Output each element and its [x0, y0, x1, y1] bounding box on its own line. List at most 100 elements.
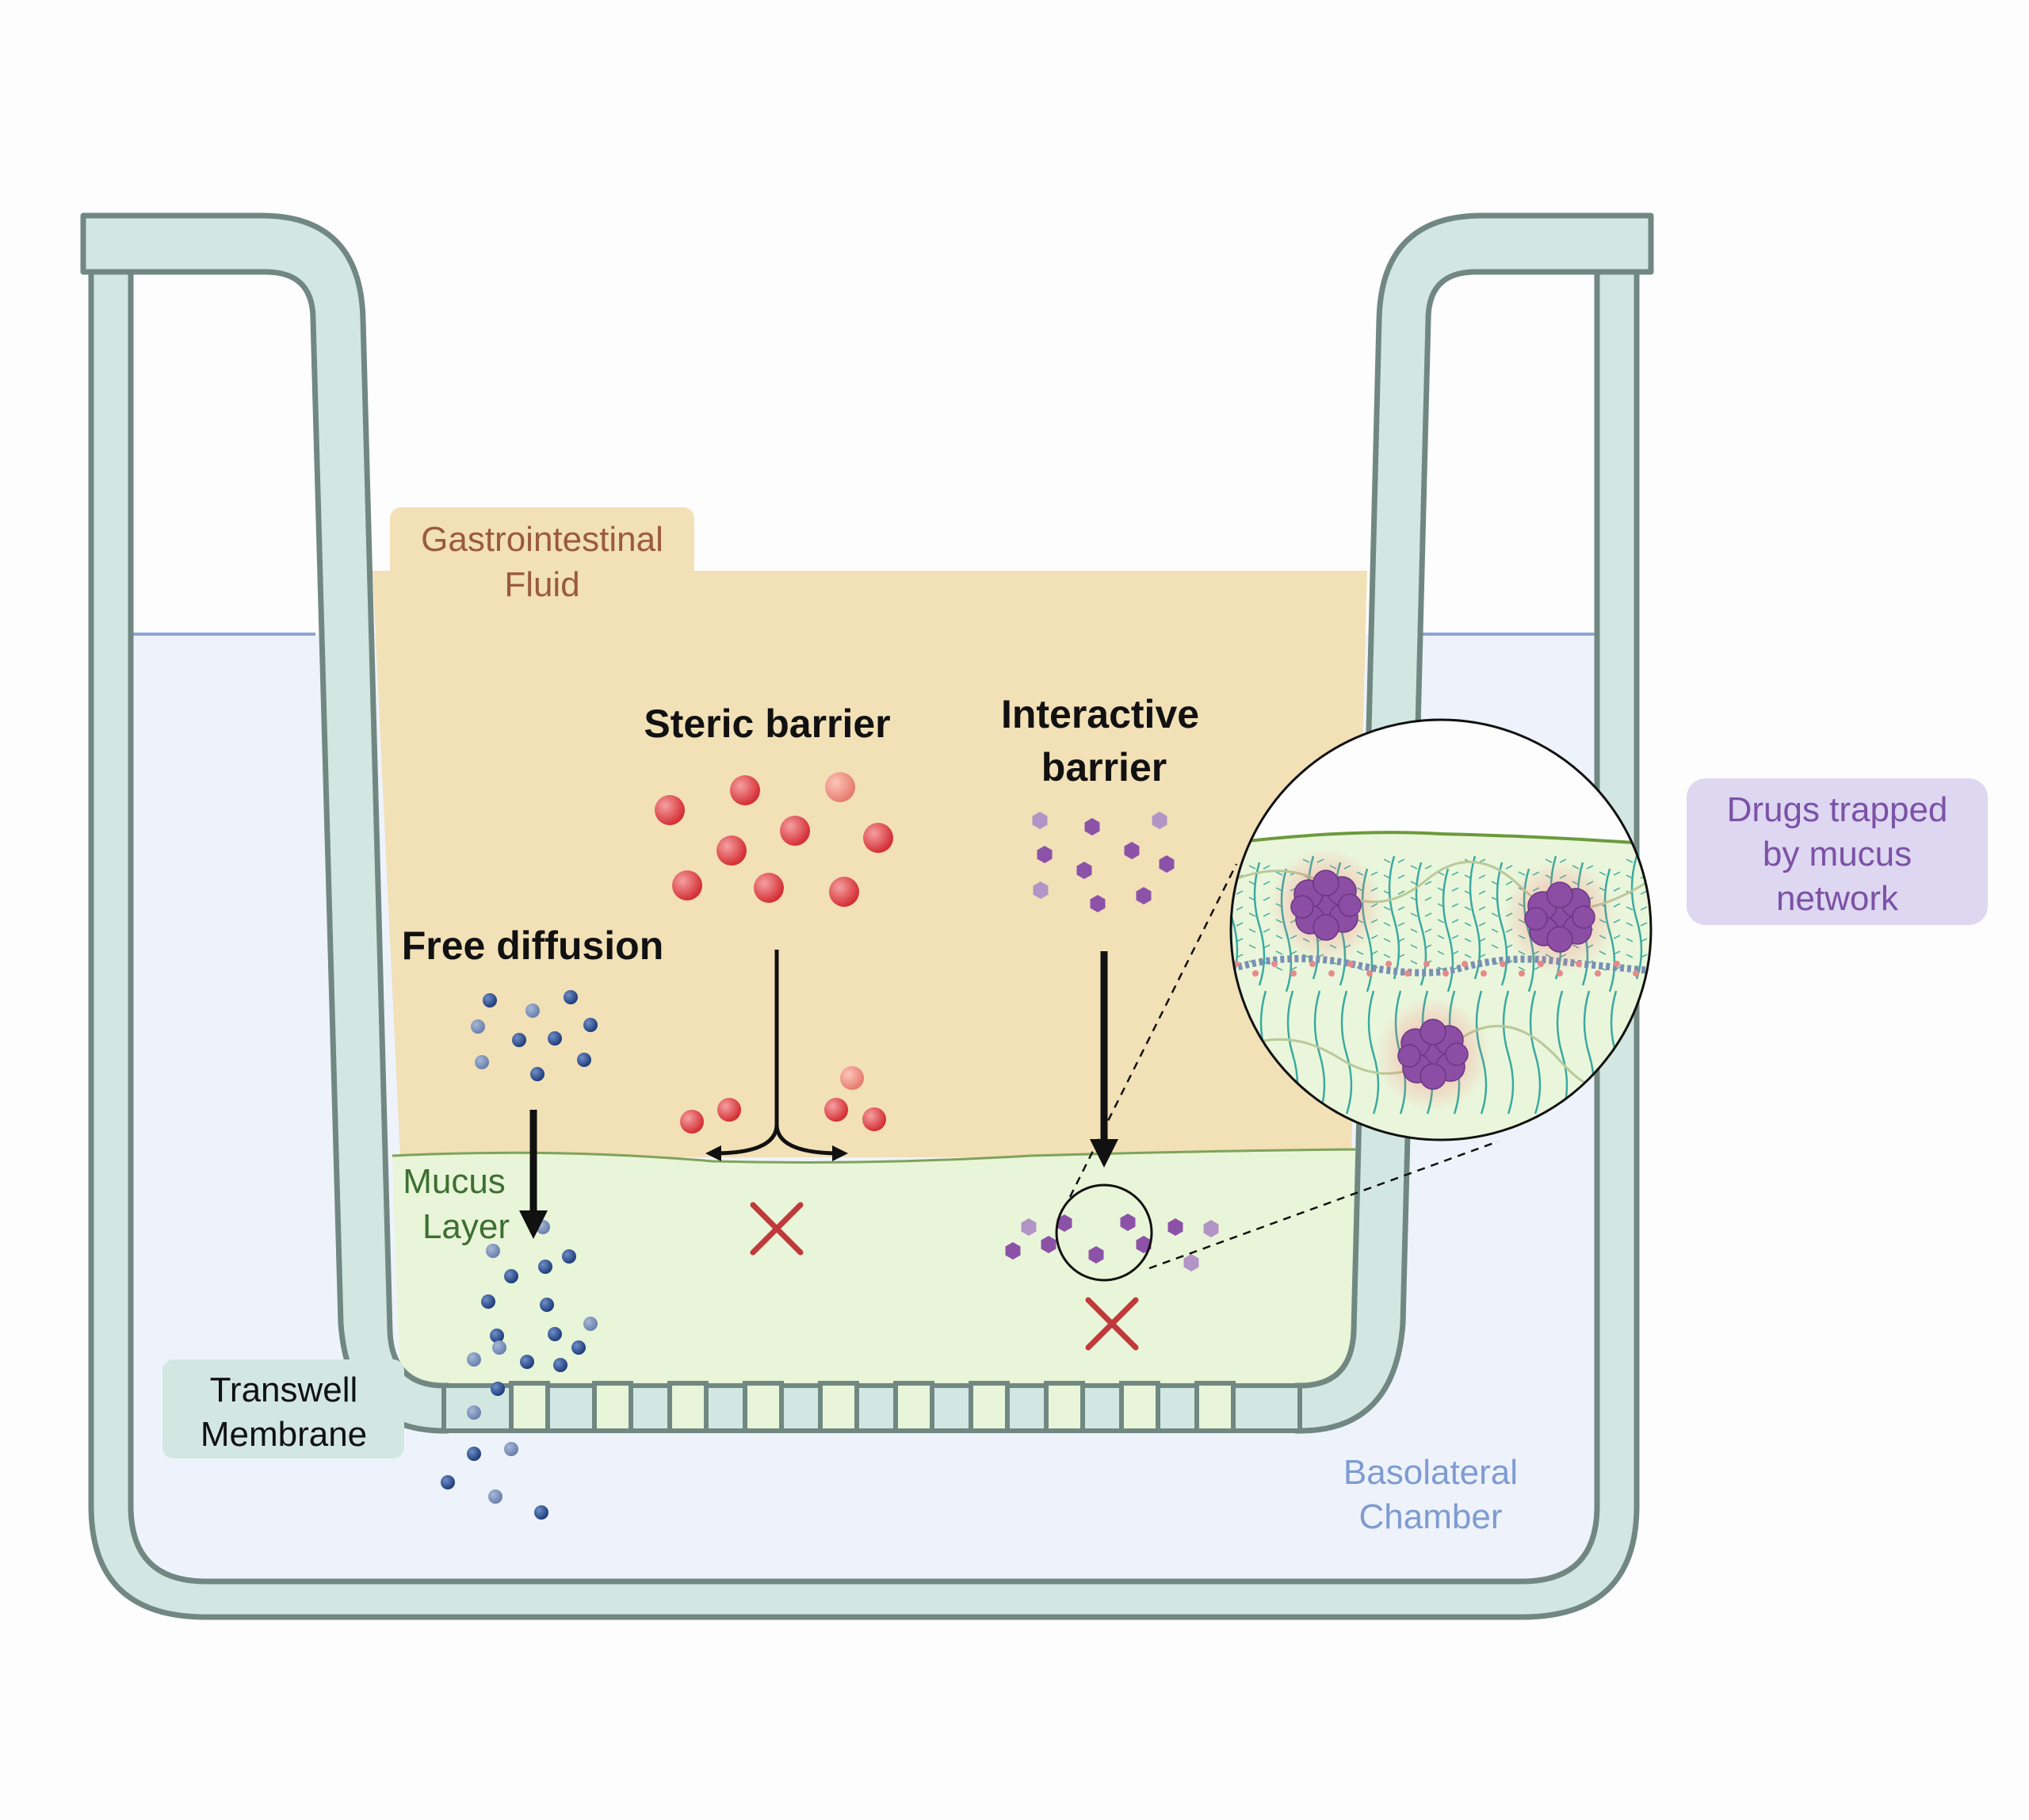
transwell-label-line2: Membrane — [201, 1415, 367, 1454]
mucin-fiber — [1340, 990, 1353, 1115]
mucin-bristle — [1599, 871, 1607, 876]
drug-particle — [520, 1355, 534, 1369]
mucin-bristle — [1383, 906, 1391, 911]
drug-particle — [577, 1053, 591, 1067]
steric-barrier-label: Steric barrier — [644, 702, 890, 746]
mucin-bristle — [1263, 881, 1271, 885]
membrane-pores — [509, 1381, 1236, 1433]
drug-particle — [1152, 812, 1167, 829]
membrane-pore — [893, 1381, 934, 1433]
mucin-bristle — [1640, 938, 1648, 942]
mucin-bristle — [1263, 897, 1271, 901]
mucin-bristle — [1397, 874, 1405, 879]
interactive-barrier-label-line2: barrier — [1041, 745, 1167, 790]
drug-particle — [1124, 842, 1140, 859]
drug-particle — [553, 1358, 567, 1372]
crosslink-dot — [1347, 961, 1354, 967]
mucin-bristle — [1518, 966, 1526, 971]
steric-barrier-particles — [655, 772, 893, 1134]
crosslink-dot — [1252, 970, 1259, 977]
drug-particle — [548, 1031, 562, 1046]
mucin-bristle — [1478, 890, 1486, 895]
trapped-drug — [1290, 895, 1314, 919]
drug-particle — [1076, 862, 1092, 879]
mucin-bristle — [1437, 887, 1445, 892]
drug-particle — [540, 1298, 554, 1312]
mucin-bristle — [1424, 912, 1432, 917]
mucin-bristle — [1248, 944, 1256, 949]
mucin-fiber — [1637, 990, 1649, 1115]
membrane-pore — [969, 1381, 1010, 1433]
drug-particle — [717, 1098, 741, 1122]
mucin-bristle — [1263, 865, 1271, 870]
mucin-bristle — [1437, 903, 1445, 908]
drug-particle — [583, 1018, 598, 1032]
zoom-guide-line — [1068, 863, 1238, 1198]
crosslink-dot — [1385, 961, 1392, 967]
trapped-drug — [1546, 926, 1573, 953]
mucin-bristle — [1275, 950, 1283, 955]
basolateral-label: Basolateral — [1343, 1453, 1518, 1492]
crosslink-dot — [1481, 970, 1487, 977]
mucin-bristle — [1397, 906, 1405, 911]
trapped-drug — [1445, 1042, 1469, 1066]
mucin-bristle — [1478, 874, 1486, 879]
mucin-bristle — [1397, 938, 1405, 942]
drug-particle — [1041, 1236, 1057, 1253]
drug-particle — [486, 1244, 500, 1258]
drug-particle — [467, 1352, 481, 1367]
drug-particle — [1203, 1220, 1219, 1237]
mucin-bristle — [1491, 944, 1499, 949]
drug-particle — [1084, 818, 1100, 835]
crosslink-dot — [1442, 970, 1449, 977]
mucin-fiber — [1442, 868, 1454, 992]
mucin-bristle — [1424, 928, 1432, 933]
mucin-bristle — [1626, 954, 1634, 958]
mucin-bristle — [1397, 858, 1405, 863]
mucin-bristle — [1263, 944, 1271, 949]
mucin-bristle — [1491, 912, 1499, 917]
drug-particle — [1037, 846, 1053, 863]
crosslink-dot — [1633, 970, 1639, 977]
drug-particle — [488, 1489, 502, 1504]
mucin-bristle — [1397, 890, 1405, 895]
mucin-bristle — [1410, 960, 1418, 965]
mucin-bristle — [1626, 938, 1634, 942]
mucin-bristle — [1451, 950, 1459, 955]
mucin-bristle — [1383, 874, 1391, 879]
crosslink-dot — [1271, 961, 1278, 967]
crosslink-dot — [1519, 970, 1525, 977]
mucin-bristle — [1248, 881, 1256, 885]
mucin-bristle — [1383, 922, 1391, 927]
mucin-fiber — [1496, 862, 1508, 986]
mucin-bristle — [1478, 906, 1486, 911]
drug-particle — [1032, 812, 1048, 829]
mucin-bristle — [1451, 871, 1459, 876]
mucin-bristle — [1505, 881, 1513, 885]
mucin-bristle — [1248, 897, 1256, 901]
free-diffusion-particles — [441, 990, 598, 1520]
mucin-bristle — [1263, 912, 1271, 917]
mucin-bristle — [1424, 865, 1432, 870]
drug-particle — [536, 1220, 550, 1234]
mucin-bristle — [1640, 922, 1648, 927]
mucin-fiber — [1502, 990, 1515, 1115]
transwell-label: Transwell — [210, 1371, 358, 1409]
mucin-fiber — [1313, 990, 1326, 1115]
mucin-bristle — [1626, 906, 1634, 911]
mucin-bristle — [1640, 906, 1648, 911]
mucin-bristle — [1410, 881, 1418, 885]
mucin-bristle — [1424, 897, 1432, 901]
mucin-bristle — [1464, 938, 1472, 942]
mucus-network-zoom — [1229, 718, 1653, 1141]
trapped-label-line2: by mucus — [1763, 835, 1912, 874]
mucin-bristle — [1505, 865, 1513, 870]
drug-particle — [471, 1019, 485, 1034]
outer-well — [88, 269, 1640, 1620]
drug-particle — [562, 1249, 576, 1264]
drug-particle — [862, 1107, 886, 1131]
drug-particle — [1136, 887, 1152, 904]
mucin-bristle — [1383, 858, 1391, 863]
membrane-pore — [743, 1381, 784, 1433]
